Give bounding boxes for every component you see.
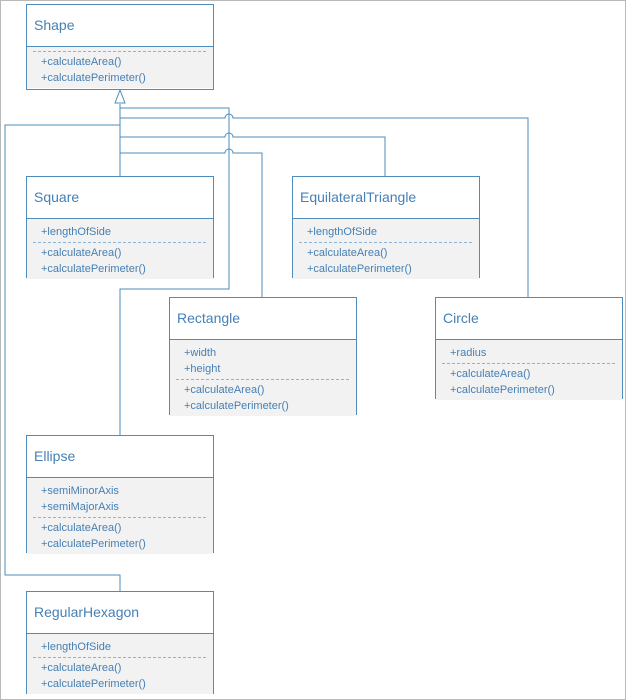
attributes-list: +semiMinorAxis +semiMajorAxis <box>41 483 206 515</box>
compartment-separator <box>33 242 206 243</box>
attribute: +lengthOfSide <box>41 226 112 238</box>
compartment-separator <box>299 242 472 243</box>
compartment-separator <box>33 657 206 658</box>
compartment-separator <box>33 517 206 518</box>
class-rectangle: Rectangle +width +height +calculateArea(… <box>169 297 357 416</box>
attribute: +height <box>184 363 221 375</box>
connector-triangle <box>120 132 386 176</box>
method: +calculatePerimeter() <box>41 72 146 84</box>
connector-rectangle <box>120 148 263 297</box>
class-ellipse: Ellipse +semiMinorAxis +semiMajorAxis +c… <box>26 435 214 554</box>
attributes-list: +lengthOfSide <box>41 224 206 240</box>
method: +calculateArea() <box>41 56 122 68</box>
attributes-list: +lengthOfSide <box>41 639 206 655</box>
methods-list: +calculateArea() +calculatePerimeter() <box>41 520 206 552</box>
method: +calculatePerimeter() <box>41 263 146 275</box>
methods-list: +calculateArea() +calculatePerimeter() <box>41 54 206 86</box>
method: +calculateArea() <box>450 368 531 380</box>
method: +calculatePerimeter() <box>41 538 146 550</box>
attribute: +semiMajorAxis <box>41 501 119 513</box>
class-name: Circle <box>436 298 622 340</box>
class-square: Square +lengthOfSide +calculateArea() +c… <box>26 176 214 279</box>
class-equilateral-triangle: EquilateralTriangle +lengthOfSide +calcu… <box>292 176 480 279</box>
method: +calculateArea() <box>41 662 122 674</box>
attribute: +width <box>184 347 217 359</box>
method: +calculatePerimeter() <box>450 384 555 396</box>
methods-list: +calculateArea() +calculatePerimeter() <box>41 245 206 277</box>
methods-list: +calculateArea() +calculatePerimeter() <box>450 366 615 398</box>
method: +calculateArea() <box>41 522 122 534</box>
attributes-list: +radius <box>450 345 615 361</box>
method: +calculatePerimeter() <box>184 400 289 412</box>
attribute: +radius <box>450 347 487 359</box>
compartment-separator <box>442 363 615 364</box>
attribute: +lengthOfSide <box>307 226 378 238</box>
inheritance-arrowhead <box>114 88 126 104</box>
connector-circle <box>120 113 529 297</box>
class-name: EquilateralTriangle <box>293 177 479 219</box>
attribute: +lengthOfSide <box>41 641 112 653</box>
class-name: Rectangle <box>170 298 356 340</box>
methods-list: +calculateArea() +calculatePerimeter() <box>307 245 472 277</box>
attribute: +semiMinorAxis <box>41 485 119 497</box>
compartment-separator <box>176 379 349 380</box>
class-shape: Shape +calculateArea() +calculatePerimet… <box>26 4 214 90</box>
connector-ellipse <box>119 107 230 435</box>
compartment-separator <box>33 51 206 52</box>
class-regular-hexagon: RegularHexagon +lengthOfSide +calculateA… <box>26 591 214 694</box>
class-circle: Circle +radius +calculateArea() +calcula… <box>435 297 623 400</box>
class-name: Shape <box>27 5 213 47</box>
methods-list: +calculateArea() +calculatePerimeter() <box>41 660 206 692</box>
method: +calculatePerimeter() <box>41 678 146 690</box>
method: +calculateArea() <box>184 384 265 396</box>
method: +calculateArea() <box>41 247 122 259</box>
method: +calculatePerimeter() <box>307 263 412 275</box>
method: +calculateArea() <box>307 247 388 259</box>
attributes-list: +width +height <box>184 345 349 377</box>
class-name: Square <box>27 177 213 219</box>
methods-list: +calculateArea() +calculatePerimeter() <box>184 382 349 414</box>
class-name: RegularHexagon <box>27 592 213 634</box>
connector-hexagon <box>4 124 121 591</box>
class-name: Ellipse <box>27 436 213 478</box>
attributes-list: +lengthOfSide <box>307 224 472 240</box>
